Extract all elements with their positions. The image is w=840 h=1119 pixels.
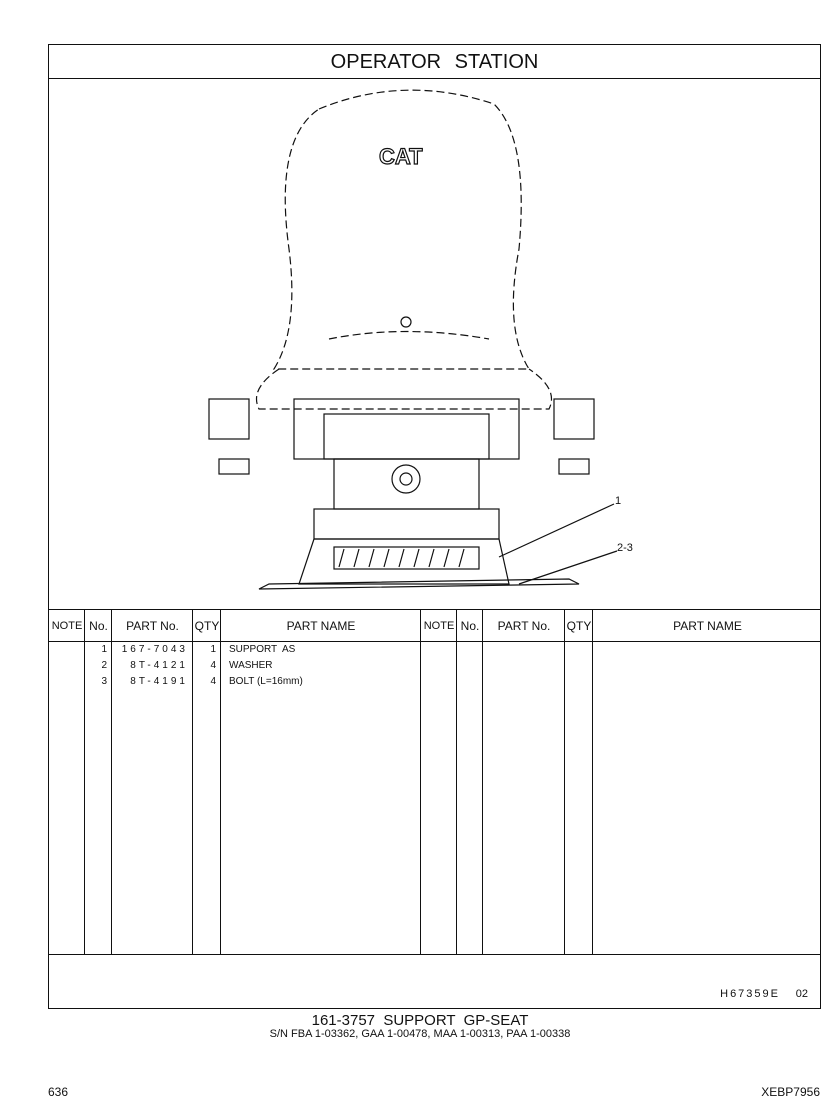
header-note: NOTE (51, 620, 83, 632)
document-id: XEBP7956 (761, 1085, 820, 1099)
callout-1: 1 (615, 495, 621, 507)
parts-frame: OPERATOR STATION CAT 1 2-3 NOTE (48, 44, 821, 1009)
header-part-name: PART NAME (286, 619, 356, 633)
row-no: 2 (101, 660, 107, 671)
header-no-2: No. (460, 619, 480, 633)
row-part-no: 8T-4121 (130, 660, 188, 671)
table-header: NOTE No. PART No. QTY PART NAME NOTE No.… (49, 610, 820, 642)
row-part-name: SUPPORT AS (229, 644, 296, 655)
group-title: 161-3757 SUPPORT GP-SEAT (311, 1012, 529, 1029)
cat-logo: CAT (379, 144, 423, 169)
row-part-name: BOLT (L=16mm) (229, 676, 303, 687)
header-qty: QTY (194, 619, 220, 633)
row-part-no: 8T-4191 (130, 676, 188, 687)
row-part-name: WASHER (229, 660, 273, 671)
row-no: 1 (101, 644, 107, 655)
seat-mechanism (208, 398, 595, 590)
drawing-code: H67359E (720, 988, 780, 1000)
header-qty-2: QTY (566, 619, 592, 633)
header-part-name-2: PART NAME (673, 619, 742, 633)
row-qty: 1 (210, 644, 216, 655)
header-part-no: PART No. (126, 619, 179, 633)
row-no: 3 (101, 676, 107, 687)
revision: 02 (795, 988, 808, 1000)
page-number: 636 (48, 1085, 69, 1099)
row-qty: 4 (210, 660, 216, 671)
seat-back-outline (255, 89, 553, 410)
section-title: OPERATOR STATION (49, 45, 820, 79)
seat-illustration: CAT 1 2-3 (49, 79, 820, 609)
parts-table: NOTE No. PART No. QTY PART NAME NOTE No.… (49, 609, 820, 955)
callout-2-3: 2-3 (617, 542, 633, 554)
row-part-no: 167-7043 (121, 644, 188, 655)
header-no: No. (89, 619, 108, 633)
serial-numbers: S/N FBA 1-03362, GAA 1-00478, MAA 1-0031… (269, 1028, 571, 1040)
header-part-no-2: PART No. (497, 619, 551, 633)
header-note-2: NOTE (423, 620, 455, 632)
row-qty: 4 (210, 676, 216, 687)
